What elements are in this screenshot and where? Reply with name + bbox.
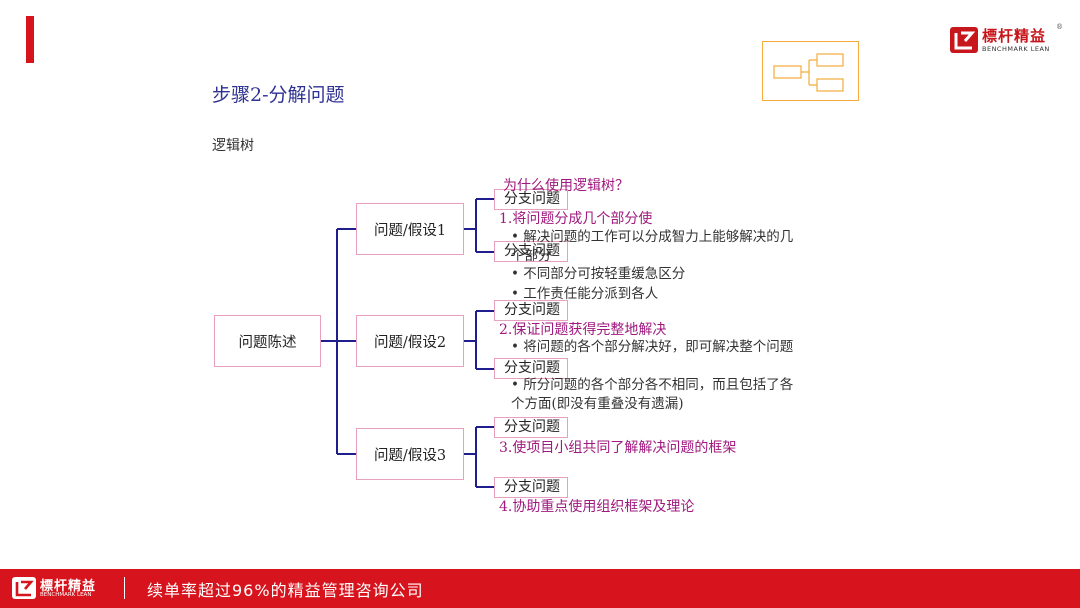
- page-title: 步骤2-分解问题: [212, 84, 345, 106]
- footer-logo-icon: [12, 577, 36, 599]
- reason-bullet: • 将问题的各个部分解决好，即可解决整个问题: [511, 339, 794, 355]
- accent-bar: [26, 16, 34, 63]
- footer-logo-subtitle: BENCHMARK LEAN: [40, 592, 92, 598]
- logo-registered: ®: [1056, 23, 1063, 31]
- footer-divider: [124, 577, 125, 599]
- reason-bullet: • 工作责任能分派到各人: [511, 286, 659, 302]
- reason-title-3: 3.使项目小组共同了解解决问题的框架: [499, 440, 737, 456]
- branch-node: 分支问题: [494, 417, 568, 438]
- logo-mark-icon: [950, 27, 978, 53]
- hypothesis-node-2: 问题/假设2: [356, 315, 464, 367]
- hypothesis-node-1: 问题/假设1: [356, 203, 464, 255]
- reason-title-2: 2.保证问题获得完整地解决: [499, 322, 667, 338]
- branch-node: 分支问题: [494, 300, 568, 321]
- brand-logo: 標杆精益 BENCHMARK LEAN ®: [950, 23, 1063, 57]
- reason-bullet: • 不同部分可按轻重缓急区分: [511, 266, 686, 282]
- logo-subtitle: BENCHMARK LEAN: [982, 45, 1050, 53]
- hypothesis-node-3: 问题/假设3: [356, 428, 464, 480]
- footer-slogan: 续单率超过96%的精益管理咨询公司: [147, 581, 424, 600]
- branch-node: 分支问题: [494, 477, 568, 498]
- tree-diagram-icon: [762, 41, 859, 101]
- section-subtitle: 逻辑树: [212, 138, 254, 154]
- footer-bar: 標杆精益 BENCHMARK LEAN 续单率超过96%的精益管理咨询公司: [0, 569, 1080, 608]
- logo-name: 標杆精益: [982, 27, 1047, 45]
- reason-title-1: 1.将问题分成几个部分使: [499, 211, 653, 227]
- branch-node: 分支问题: [494, 358, 568, 379]
- reason-bullet: • 解决问题的工作可以分成智力上能够解决的几个部分: [511, 229, 794, 264]
- reasons-heading: 为什么使用逻辑树？: [503, 178, 629, 194]
- footer-logo-name: 標杆精益: [40, 579, 97, 594]
- branch-node: 分支问题: [494, 189, 568, 210]
- root-node: 问题陈述: [214, 315, 321, 367]
- reason-title-4: 4.协助重点使用组织框架及理论: [499, 499, 695, 515]
- branch-node: 分支问题: [494, 241, 568, 262]
- reason-bullet: • 所分问题的各个部分各不相同，而且包括了各个方面(即没有重叠没有遗漏): [511, 377, 794, 412]
